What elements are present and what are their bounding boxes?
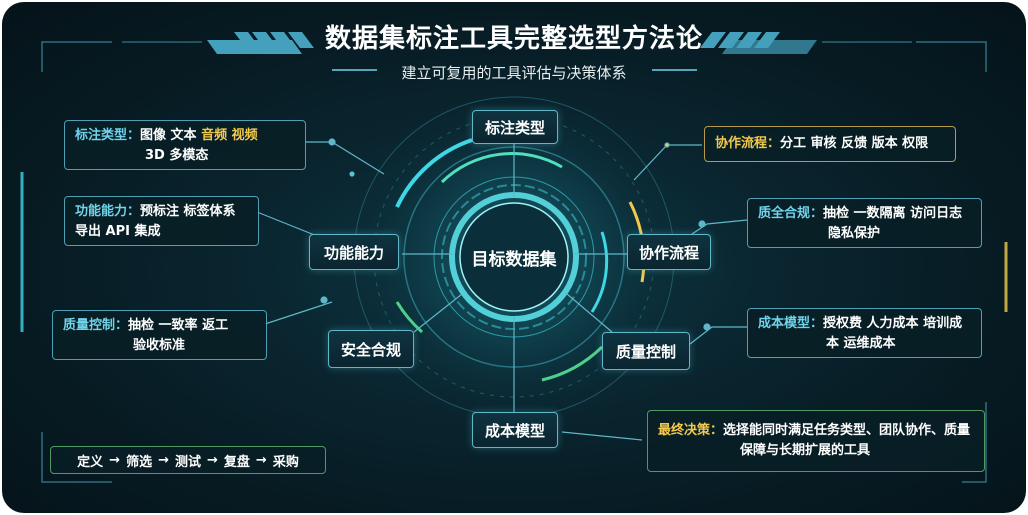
node-annotation-type: 标注类型	[472, 110, 558, 144]
flow-step: 筛选	[126, 454, 153, 470]
card-cost: 成本模型：授权费 人力成本 培训成 本 运维成本	[747, 308, 982, 358]
page-title: 数据集标注工具完整选型方法论	[324, 24, 703, 54]
node-collaboration: 协作流程	[627, 234, 711, 270]
card-annotation-type: 标注类型：图像 文本 音频 视频 3D 多模态	[64, 120, 306, 170]
frame-accents	[20, 41, 1008, 483]
card-highlight-text: 音频 视频	[201, 128, 258, 143]
card-collaboration: 协作流程：分工 审核 反馈 版本 权限	[704, 126, 956, 162]
card-text: 抽检 一数隔离 访问日志	[823, 206, 963, 221]
arrow-right-icon: →	[158, 452, 169, 468]
node-quality: 质量控制	[602, 332, 690, 370]
center-node: 目标数据集	[471, 249, 557, 270]
card-text: 验收标准	[133, 338, 186, 353]
node-functionality: 功能能力	[309, 234, 399, 270]
flow-step: 测试	[174, 454, 201, 470]
card-label: 标注类型：	[75, 128, 141, 143]
card-text: 预标注 标签体系	[140, 204, 236, 219]
card-label: 最终决策：	[658, 423, 724, 438]
flow-step: 定义	[77, 454, 104, 470]
page-subtitle: 建立可复用的工具评估与决策体系	[401, 64, 627, 82]
card-security: 质全合规：抽检 一数隔离 访问日志 隐私保护	[747, 198, 982, 248]
card-label: 质全合规：	[758, 206, 824, 221]
title-decoration	[122, 32, 912, 71]
card-text: 图像 文本	[140, 128, 202, 143]
arrow-right-icon: →	[207, 452, 218, 468]
card-text: 分工 审核 反馈 版本 权限	[780, 136, 929, 151]
node-security: 安全合规	[328, 330, 414, 368]
card-text: 3D 多模态	[145, 148, 209, 163]
process-flow: 定义 → 筛选 → 测试 → 复盘 → 采购	[50, 446, 326, 474]
card-text: 保障与长期扩展的工具	[740, 443, 871, 458]
card-text: 导出 API 集成	[75, 224, 161, 239]
node-cost: 成本模型	[472, 412, 558, 448]
arrow-right-icon: →	[109, 452, 121, 468]
card-label: 功能能力：	[75, 204, 141, 219]
card-label: 成本模型：	[758, 316, 824, 331]
card-text: 隐私保护	[828, 226, 881, 241]
card-quality: 质量控制：抽检 一致率 返工 验收标准	[52, 310, 267, 360]
card-label: 协作流程：	[715, 136, 781, 151]
arrow-right-icon: →	[255, 452, 267, 468]
card-text: 本 运维成本	[826, 336, 896, 351]
card-functionality: 功能能力：预标注 标签体系 导出 API 集成	[64, 196, 259, 246]
flow-step: 采购	[272, 454, 299, 470]
card-label: 质量控制：	[63, 318, 129, 333]
flow-step: 复盘	[223, 454, 250, 470]
card-text: 抽检 一致率 返工	[128, 318, 229, 333]
card-final-decision: 最终决策：选择能同时满足任务类型、团队协作、质量 保障与长期扩展的工具	[647, 410, 985, 472]
card-text: 授权费 人力成本 培训成	[823, 316, 963, 331]
card-text: 选择能同时满足任务类型、团队协作、质量	[723, 423, 971, 438]
